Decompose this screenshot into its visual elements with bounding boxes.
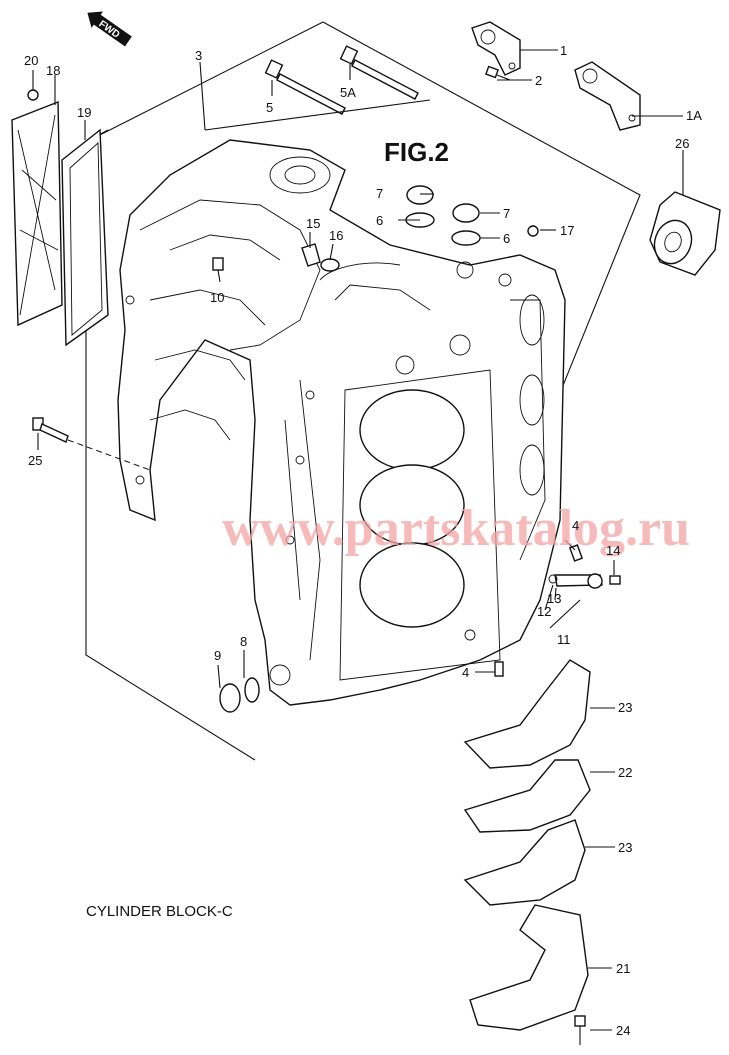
part-15-fitting <box>301 243 321 267</box>
callout-23: 23 <box>618 840 632 855</box>
part-19-gasket <box>61 128 109 347</box>
part-16-clip <box>320 258 340 272</box>
part-14-screw <box>609 575 621 585</box>
callout-13: 13 <box>547 591 561 606</box>
part-23-gasket <box>463 659 591 769</box>
part-9-plug <box>219 683 241 713</box>
callout-12: 12 <box>537 604 551 619</box>
callout-18: 18 <box>46 63 60 78</box>
part-2-bolt <box>485 65 511 81</box>
part-4-stud <box>494 661 504 677</box>
part-17-fitting <box>527 225 539 237</box>
part-20-bolt <box>27 89 39 101</box>
callout-21: 21 <box>616 961 630 976</box>
callout-7: 7 <box>503 206 510 221</box>
part-8-o-ring <box>244 677 260 703</box>
callout-5a: 5A <box>340 85 356 100</box>
callout-3: 3 <box>195 48 202 63</box>
part-4-stud <box>568 544 584 562</box>
part-1-bracket <box>471 21 521 76</box>
callout-17: 17 <box>560 223 574 238</box>
part-24-bolt <box>574 1015 586 1045</box>
part-5a-bolt <box>339 45 419 100</box>
callout-19: 19 <box>77 105 91 120</box>
callout-24: 24 <box>616 1023 630 1038</box>
callout-1a: 1A <box>686 108 702 123</box>
callout-15: 15 <box>306 216 320 231</box>
fwd-arrow-icon: FWD <box>87 11 132 47</box>
leader-lines <box>32 49 684 1031</box>
callout-26: 26 <box>675 136 689 151</box>
callout-25: 25 <box>28 453 42 468</box>
diagram-caption: CYLINDER BLOCK-C <box>86 903 233 920</box>
part-1a-bracket <box>574 61 641 131</box>
watermark: www.partskatalog.ru <box>222 500 690 557</box>
callout-22: 22 <box>618 765 632 780</box>
callout-8: 8 <box>240 634 247 649</box>
figure-title: FIG.2 <box>384 137 449 167</box>
part-21-plate <box>469 904 589 1031</box>
part-5-bolt <box>264 59 346 115</box>
callout-23: 23 <box>618 700 632 715</box>
callout-7: 7 <box>376 186 383 201</box>
callout-2: 2 <box>535 73 542 88</box>
part-18-cover <box>11 100 63 327</box>
callout-20: 20 <box>24 53 38 68</box>
callout-14: 14 <box>606 543 620 558</box>
callout-5: 5 <box>266 100 273 115</box>
callout-6: 6 <box>503 231 510 246</box>
part-6-o-ring <box>451 230 481 246</box>
part-10-dowel <box>212 257 224 271</box>
callout-4: 4 <box>572 518 579 533</box>
callout-4: 4 <box>462 665 469 680</box>
cylinder-block <box>117 139 566 706</box>
callout-16: 16 <box>329 228 343 243</box>
callout-11: 11 <box>557 632 571 647</box>
callout-9: 9 <box>214 648 221 663</box>
part-26-oil-filter <box>649 191 721 276</box>
part-12-valve <box>554 573 603 589</box>
part-13-o-ring <box>548 574 558 584</box>
part-23-gasket <box>463 819 586 906</box>
part-7-plug <box>406 185 434 205</box>
assembly-frame <box>322 21 641 389</box>
part-7-plug <box>452 203 480 223</box>
callout-10: 10 <box>210 290 224 305</box>
part-22-gasket <box>463 759 591 833</box>
part-25-bolt <box>32 417 69 443</box>
callout-1: 1 <box>560 43 567 58</box>
callout-6: 6 <box>376 213 383 228</box>
